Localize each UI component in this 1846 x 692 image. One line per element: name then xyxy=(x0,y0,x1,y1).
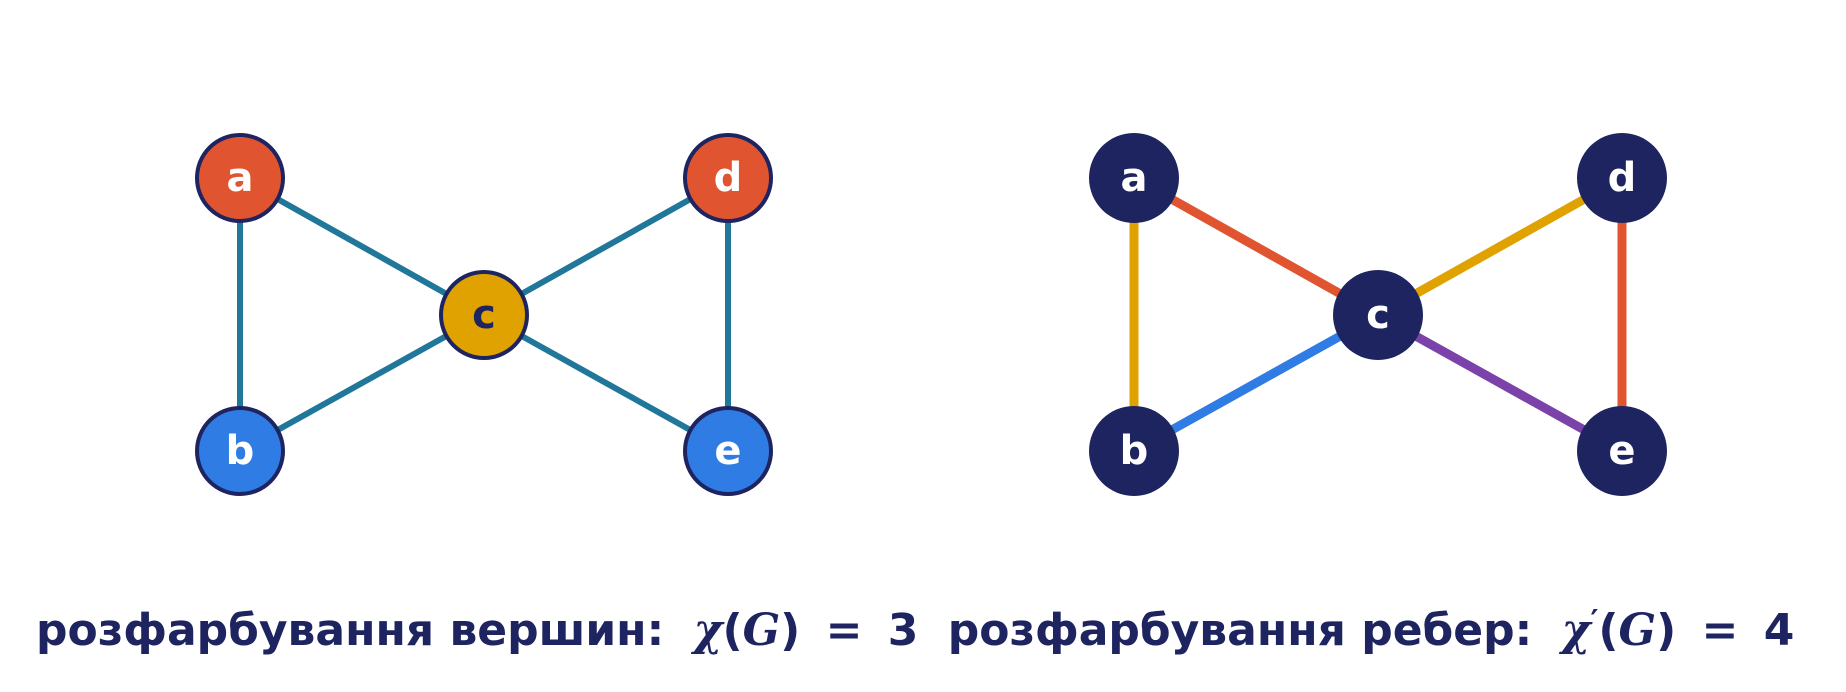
vc-edge-c-d xyxy=(482,175,730,318)
vc-vertex-b xyxy=(195,406,285,496)
ec-vertex-d xyxy=(1577,133,1667,223)
edge-chromatic-symbol: χ xyxy=(1559,605,1594,656)
vc-vertex-c xyxy=(439,270,529,360)
vertex-equals: = xyxy=(826,605,863,656)
vertex-chromatic-symbol: χ xyxy=(691,605,726,656)
edge-caption-text: розфарбування ребер: xyxy=(948,605,1532,656)
ec-edge-c-e xyxy=(1375,311,1625,455)
vc-vertex-d xyxy=(683,133,773,223)
ec-vertex-label-e: e xyxy=(1608,428,1635,474)
edge-coloring-graph: a b c d e xyxy=(1089,133,1667,496)
ec-vertex-label-b: b xyxy=(1120,428,1149,474)
vertex-caption-text: розфарбування вершин: xyxy=(36,605,664,656)
vc-edge-c-e xyxy=(482,312,730,454)
edge-prime: ′ xyxy=(1590,604,1598,639)
vc-edge-b-c xyxy=(238,312,486,454)
vc-vertex-label-e: e xyxy=(714,428,741,474)
vertex-close-paren: ) xyxy=(780,605,800,656)
caption: розфарбування вершин: χ(G) = 3 розфарбув… xyxy=(36,604,1794,656)
vc-vertex-e xyxy=(683,406,773,496)
edge-close-paren: ) xyxy=(1656,605,1676,656)
vc-vertex-label-c: c xyxy=(472,292,496,338)
ec-edge-a-c xyxy=(1131,174,1381,319)
ec-vertex-c xyxy=(1333,270,1423,360)
vc-edge-a-c xyxy=(238,175,486,318)
vc-vertex-label-a: a xyxy=(227,155,254,201)
vc-vertex-label-b: b xyxy=(226,428,255,474)
ec-edge-b-c xyxy=(1131,311,1381,455)
ec-vertex-label-c: c xyxy=(1366,292,1390,338)
vertex-graph-symbol: G xyxy=(743,605,781,656)
vertex-open-paren: ( xyxy=(722,605,742,656)
edge-equals: = xyxy=(1702,605,1739,656)
ec-vertex-e xyxy=(1577,406,1667,496)
vc-vertex-a xyxy=(195,133,285,223)
ec-vertex-a xyxy=(1089,133,1179,223)
edge-graph-symbol: G xyxy=(1619,605,1657,656)
edge-chromatic-value: 4 xyxy=(1764,605,1795,656)
vertex-chromatic-value: 3 xyxy=(888,605,919,656)
vc-vertex-label-d: d xyxy=(714,155,743,201)
ec-vertex-label-d: d xyxy=(1608,155,1637,201)
edge-open-paren: ( xyxy=(1598,605,1618,656)
vertex-coloring-graph: a b c d e xyxy=(195,133,773,496)
ec-vertex-label-a: a xyxy=(1121,155,1148,201)
ec-vertex-b xyxy=(1089,406,1179,496)
ec-edge-c-d xyxy=(1375,174,1625,319)
